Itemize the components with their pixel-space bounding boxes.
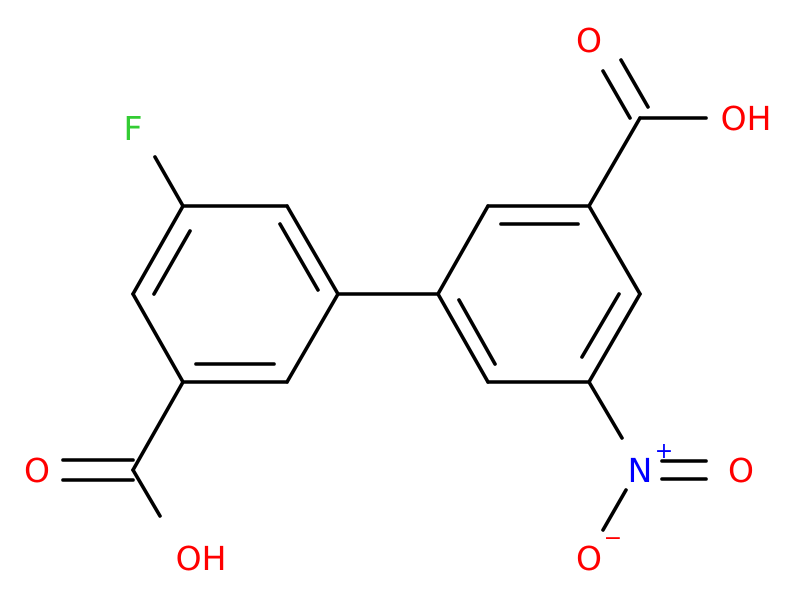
bond bbox=[587, 292, 642, 384]
c-f-bond bbox=[153, 155, 185, 208]
double-bond-inner bbox=[278, 222, 320, 292]
bond bbox=[436, 204, 490, 296]
nitrogen-atom-label: N bbox=[628, 451, 653, 490]
c-o-double-bond bbox=[601, 69, 632, 120]
bond bbox=[131, 292, 185, 384]
bond bbox=[285, 292, 340, 384]
double-bond-inner bbox=[457, 298, 497, 366]
n-o-single-bond bbox=[601, 488, 628, 532]
oxygen-atom-label: O bbox=[576, 539, 602, 578]
bond bbox=[587, 204, 642, 296]
bond bbox=[285, 204, 340, 296]
left-benzene-ring bbox=[131, 204, 340, 384]
bond bbox=[436, 292, 490, 384]
oxygen-atom-label: O bbox=[728, 451, 754, 490]
negative-charge-label: − bbox=[604, 526, 622, 551]
right-benzene-ring bbox=[436, 204, 642, 384]
carboxylic-acid-bottom-left: O OH bbox=[24, 380, 227, 578]
oxygen-atom-label: O bbox=[576, 21, 602, 60]
double-bond-inner bbox=[580, 292, 621, 359]
ring-carboxyl-bond bbox=[587, 116, 642, 208]
oxygen-atom-label: O bbox=[24, 451, 50, 490]
hydroxyl-label: OH bbox=[176, 539, 227, 578]
carboxylic-acid-top-right: O OH bbox=[576, 21, 772, 208]
fluoro-substituent: F bbox=[124, 109, 185, 208]
fluorine-atom-label: F bbox=[124, 109, 143, 148]
hydroxyl-label: OH bbox=[721, 99, 772, 138]
positive-charge-label: + bbox=[655, 439, 673, 464]
c-oh-bond bbox=[131, 468, 162, 518]
double-bond-inner bbox=[152, 229, 192, 296]
nitro-group: N + O O − bbox=[576, 380, 754, 578]
bond bbox=[131, 204, 185, 296]
ring-carboxyl-bond bbox=[131, 380, 185, 472]
c-o-double-bond bbox=[619, 58, 650, 109]
c-n-bond bbox=[587, 380, 624, 440]
